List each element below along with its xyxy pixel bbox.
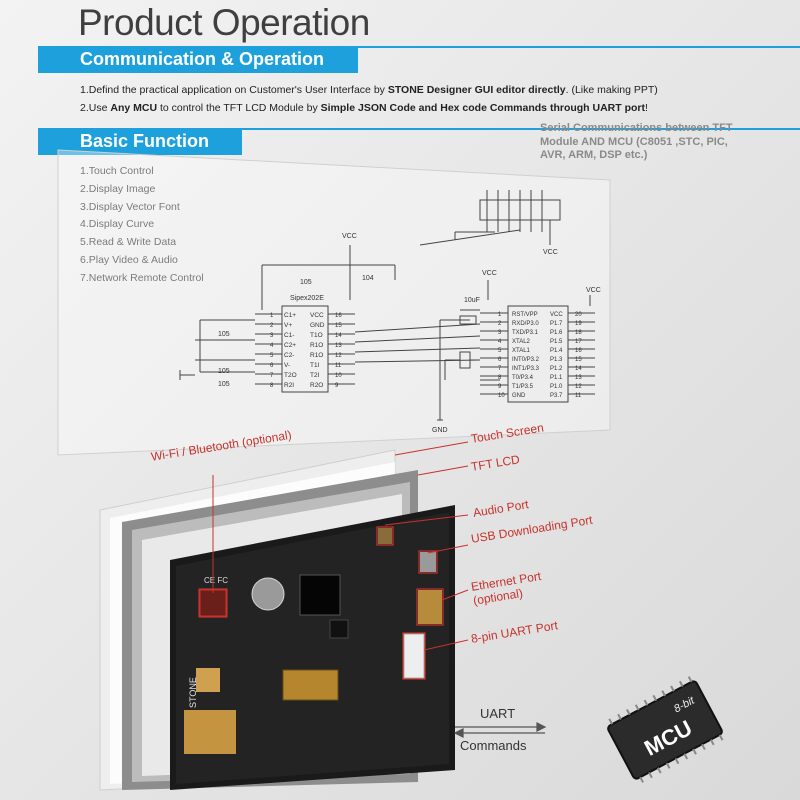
chip2-pin-label: P1.5 <box>550 339 563 345</box>
chip1-pin-label: V+ <box>284 322 292 329</box>
chip2-pin-label: P1.1 <box>550 375 563 381</box>
chip1-pin-label: T2O <box>284 372 297 379</box>
chip1-name: Sipex202E <box>290 295 324 302</box>
chip1-pin-number: 9 <box>335 383 339 389</box>
chip2-pin-label: P1.2 <box>550 366 563 372</box>
chip1-pin-label: C1- <box>284 332 294 339</box>
chip1-pin-number: 16 <box>335 313 342 319</box>
chip2-pin-label: VCC <box>550 312 563 318</box>
chip2-pin-number: 7 <box>498 366 502 372</box>
chip2-pin-number: 10 <box>498 393 505 399</box>
chip2-pin-label: TXD/P3.1 <box>512 330 539 336</box>
chip1-pin-label: R2I <box>284 382 294 389</box>
chip2-pin-label: INT1/P3.3 <box>512 366 540 372</box>
chip1-pin-label: C1+ <box>284 312 296 319</box>
chip2-pin-number: 18 <box>575 330 582 336</box>
cap-label: 105 <box>218 381 230 388</box>
chip2-pin-label: P1.0 <box>550 384 563 390</box>
cap-label: 105 <box>300 279 312 286</box>
chip1-pin-label: T2I <box>310 372 320 379</box>
chip1-pin-number: 8 <box>270 383 274 389</box>
chip1-pin-label: C2- <box>284 352 294 359</box>
chip2-pin-number: 3 <box>498 330 502 336</box>
chip2-pin-number: 2 <box>498 321 502 327</box>
chip1-pin-number: 13 <box>335 343 342 349</box>
vcc-label: VCC <box>342 233 357 240</box>
chip1-pin-label: V- <box>284 362 290 369</box>
chip2-pin-label: P1.7 <box>550 321 563 327</box>
chip2-pin-number: 4 <box>498 339 502 345</box>
communication-heading: Communication & Operation <box>38 46 358 73</box>
chip1-pin-number: 5 <box>270 353 274 359</box>
cap-label: 10uF <box>464 297 480 304</box>
chip1-pin-label: GND <box>310 322 325 329</box>
cap-label: 105 <box>218 368 230 375</box>
chip1-pin-number: 11 <box>335 363 342 369</box>
chip1-pin-number: 6 <box>270 363 274 369</box>
chip2-pin-number: 19 <box>575 321 582 327</box>
cap-label: 104 <box>362 275 374 282</box>
chip2-pin-label: XTAL1 <box>512 348 531 354</box>
chip2-pin-label: GND <box>512 393 526 399</box>
chip2-pin-number: 9 <box>498 384 502 390</box>
chip1-pin-label: VCC <box>310 312 324 319</box>
chip2-pin-number: 17 <box>575 339 582 345</box>
chip1-pin-label: R1O <box>310 352 323 359</box>
chip1-pin-label: R2O <box>310 382 323 389</box>
chip2-pin-label: P1.3 <box>550 357 563 363</box>
chip2-pin-label: XTAL2 <box>512 339 531 345</box>
chip1-pin-number: 12 <box>335 353 342 359</box>
vcc-label: VCC <box>543 249 558 256</box>
chip2-pin-number: 6 <box>498 357 502 363</box>
chip2-pin-number: 1 <box>498 312 502 318</box>
chip2-pin-label: P1.4 <box>550 348 563 354</box>
chip1-pin-number: 4 <box>270 343 274 349</box>
page-title: Product Operation <box>78 2 370 43</box>
chip1-pin-label: C2+ <box>284 342 296 349</box>
chip1-pin-number: 15 <box>335 323 342 329</box>
uart-label: UART <box>480 706 516 721</box>
chip1-pin-number: 2 <box>270 323 274 329</box>
chip2-pin-number: 5 <box>498 348 502 354</box>
chip2-pin-label: P1.6 <box>550 330 563 336</box>
chip2-pin-label: T0/P3.4 <box>512 375 534 381</box>
chip1-pin-number: 10 <box>335 373 342 379</box>
communication-line-1: 1.Defind the practical application on Cu… <box>80 84 658 96</box>
cap-label: 105 <box>218 331 230 338</box>
commands-label: Commands <box>460 738 527 753</box>
chip1-pin-number: 1 <box>270 313 274 319</box>
chip1-pin-number: 14 <box>335 333 342 339</box>
chip2-pin-number: 11 <box>575 393 582 399</box>
heading-rule <box>242 128 800 130</box>
heading-rule <box>358 46 800 48</box>
chip2-pin-label: T1/P3.5 <box>512 384 534 390</box>
chip2-pin-number: 8 <box>498 375 502 381</box>
chip1-pin-number: 3 <box>270 333 274 339</box>
vcc-label: VCC <box>482 270 497 277</box>
chip2-pin-number: 12 <box>575 384 582 390</box>
gnd-label: GND <box>432 427 448 434</box>
chip2-pin-number: 14 <box>575 366 582 372</box>
chip2-pin-number: 15 <box>575 357 582 363</box>
communication-line-2: 2.Use Any MCU to control the TFT LCD Mod… <box>80 102 648 114</box>
chip2-pin-number: 16 <box>575 348 582 354</box>
chip1-pin-number: 7 <box>270 373 274 379</box>
chip2-pin-label: RST/VPP <box>512 312 538 318</box>
vcc-label: VCC <box>586 287 601 294</box>
chip2-pin-number: 20 <box>575 312 582 318</box>
chip2-pin-label: P3.7 <box>550 393 563 399</box>
chip2-pin-label: RXD/P3.0 <box>512 321 539 327</box>
chip2-pin-number: 13 <box>575 375 582 381</box>
chip1-pin-label: R1O <box>310 342 323 349</box>
chip2-pin-label: INT0/P3.2 <box>512 357 540 363</box>
chip1-pin-label: T1O <box>310 332 323 339</box>
chip1-pin-label: T1I <box>310 362 320 369</box>
